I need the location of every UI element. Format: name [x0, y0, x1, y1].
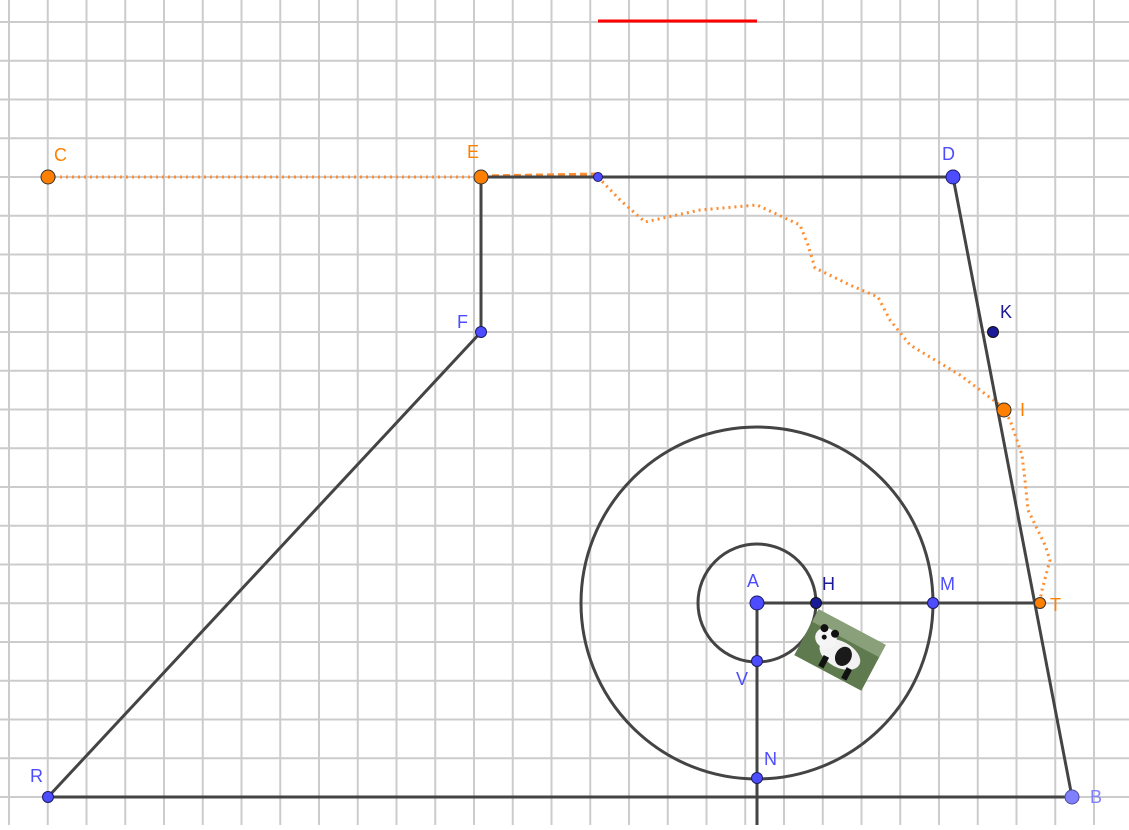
label-h: H — [822, 574, 835, 594]
point-e[interactable] — [473, 169, 489, 185]
label-m: M — [940, 574, 955, 594]
label-r: R — [30, 766, 43, 786]
point-b[interactable] — [1064, 789, 1080, 805]
label-i: I — [1020, 400, 1025, 420]
point-v[interactable] — [751, 655, 763, 667]
point-h[interactable] — [810, 597, 822, 609]
label-f: F — [457, 312, 468, 332]
point-d[interactable] — [945, 169, 961, 185]
label-e: E — [467, 142, 479, 162]
label-d: D — [942, 144, 955, 164]
point-t[interactable] — [1034, 597, 1046, 609]
point-labels: C E D F K I A H M T V N R B — [30, 142, 1102, 807]
point-r[interactable] — [42, 791, 54, 803]
trace-e-slider — [480, 172, 599, 178]
point-m[interactable] — [927, 597, 939, 609]
point-f[interactable] — [475, 326, 487, 338]
points[interactable] — [40, 169, 1080, 805]
label-k: K — [1000, 302, 1012, 322]
polygon-segments — [46, 175, 1074, 825]
point-c[interactable] — [40, 169, 56, 185]
label-v: V — [736, 669, 748, 689]
point-n[interactable] — [751, 772, 763, 784]
point-i[interactable] — [996, 402, 1012, 418]
point-a[interactable] — [749, 595, 765, 611]
label-a: A — [747, 571, 759, 591]
trace-locus — [596, 175, 1052, 601]
label-b: B — [1090, 787, 1102, 807]
panda-image-icon[interactable] — [794, 609, 886, 691]
point-k[interactable] — [987, 326, 999, 338]
label-n: N — [764, 749, 777, 769]
segment-d-b[interactable] — [951, 176, 1074, 798]
label-c: C — [54, 145, 67, 165]
point-slider[interactable] — [593, 172, 603, 182]
label-t: T — [1050, 595, 1061, 615]
segment-f-r[interactable] — [46, 330, 483, 799]
